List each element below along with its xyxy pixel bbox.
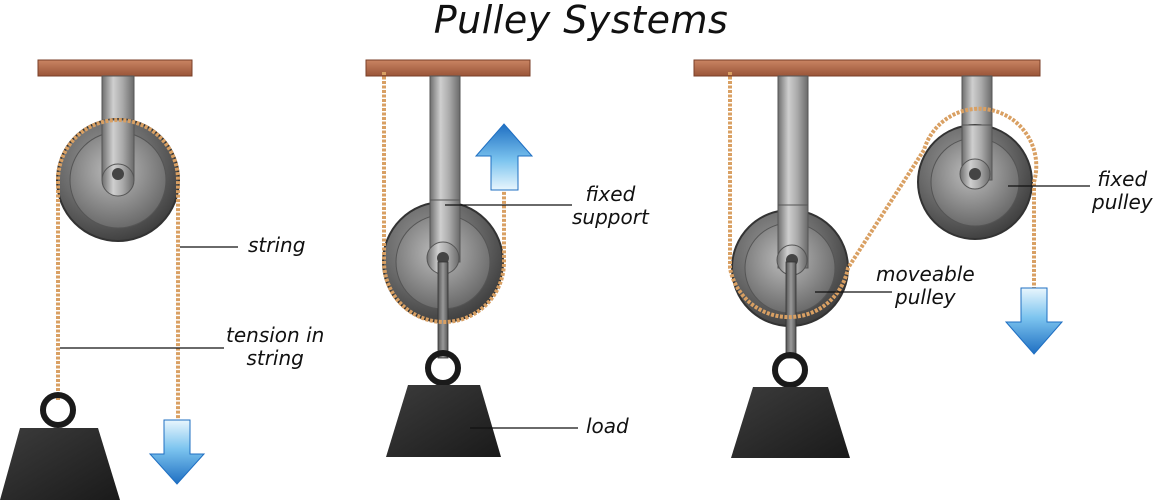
rope bbox=[728, 72, 1039, 320]
weight bbox=[0, 428, 120, 500]
weight bbox=[386, 385, 501, 457]
ceiling-beam bbox=[365, 59, 531, 77]
system-single-fixed-pulley bbox=[0, 59, 238, 500]
label-fixed-pulley: fixed pulley bbox=[1092, 167, 1153, 214]
axle bbox=[969, 168, 981, 180]
pull-arrow-up bbox=[474, 123, 534, 191]
ceiling-beam bbox=[37, 59, 193, 77]
label-tension-in-string: tension in string bbox=[226, 323, 325, 370]
axle bbox=[437, 252, 449, 264]
rope bbox=[382, 72, 506, 324]
pull-arrow-down bbox=[148, 419, 206, 485]
weight bbox=[731, 387, 850, 458]
weight-ring bbox=[40, 392, 76, 428]
system-combined-pulley bbox=[693, 59, 1090, 458]
ceiling-beam bbox=[693, 59, 1041, 77]
hanger-rod bbox=[785, 261, 797, 359]
hanger-rod bbox=[437, 261, 449, 359]
axle bbox=[112, 168, 124, 180]
label-moveable-pulley: moveable pulley bbox=[876, 262, 975, 309]
weight-ring bbox=[425, 350, 461, 386]
pull-arrow-down bbox=[1004, 287, 1064, 355]
label-string: string bbox=[248, 233, 306, 257]
rope bbox=[56, 118, 180, 420]
weight-ring bbox=[772, 352, 808, 388]
diagram-title: Pulley Systems bbox=[433, 0, 729, 42]
label-load: load bbox=[586, 414, 629, 438]
label-fixed-support: fixed support bbox=[572, 182, 649, 229]
system-moveable-pulley bbox=[365, 59, 578, 457]
